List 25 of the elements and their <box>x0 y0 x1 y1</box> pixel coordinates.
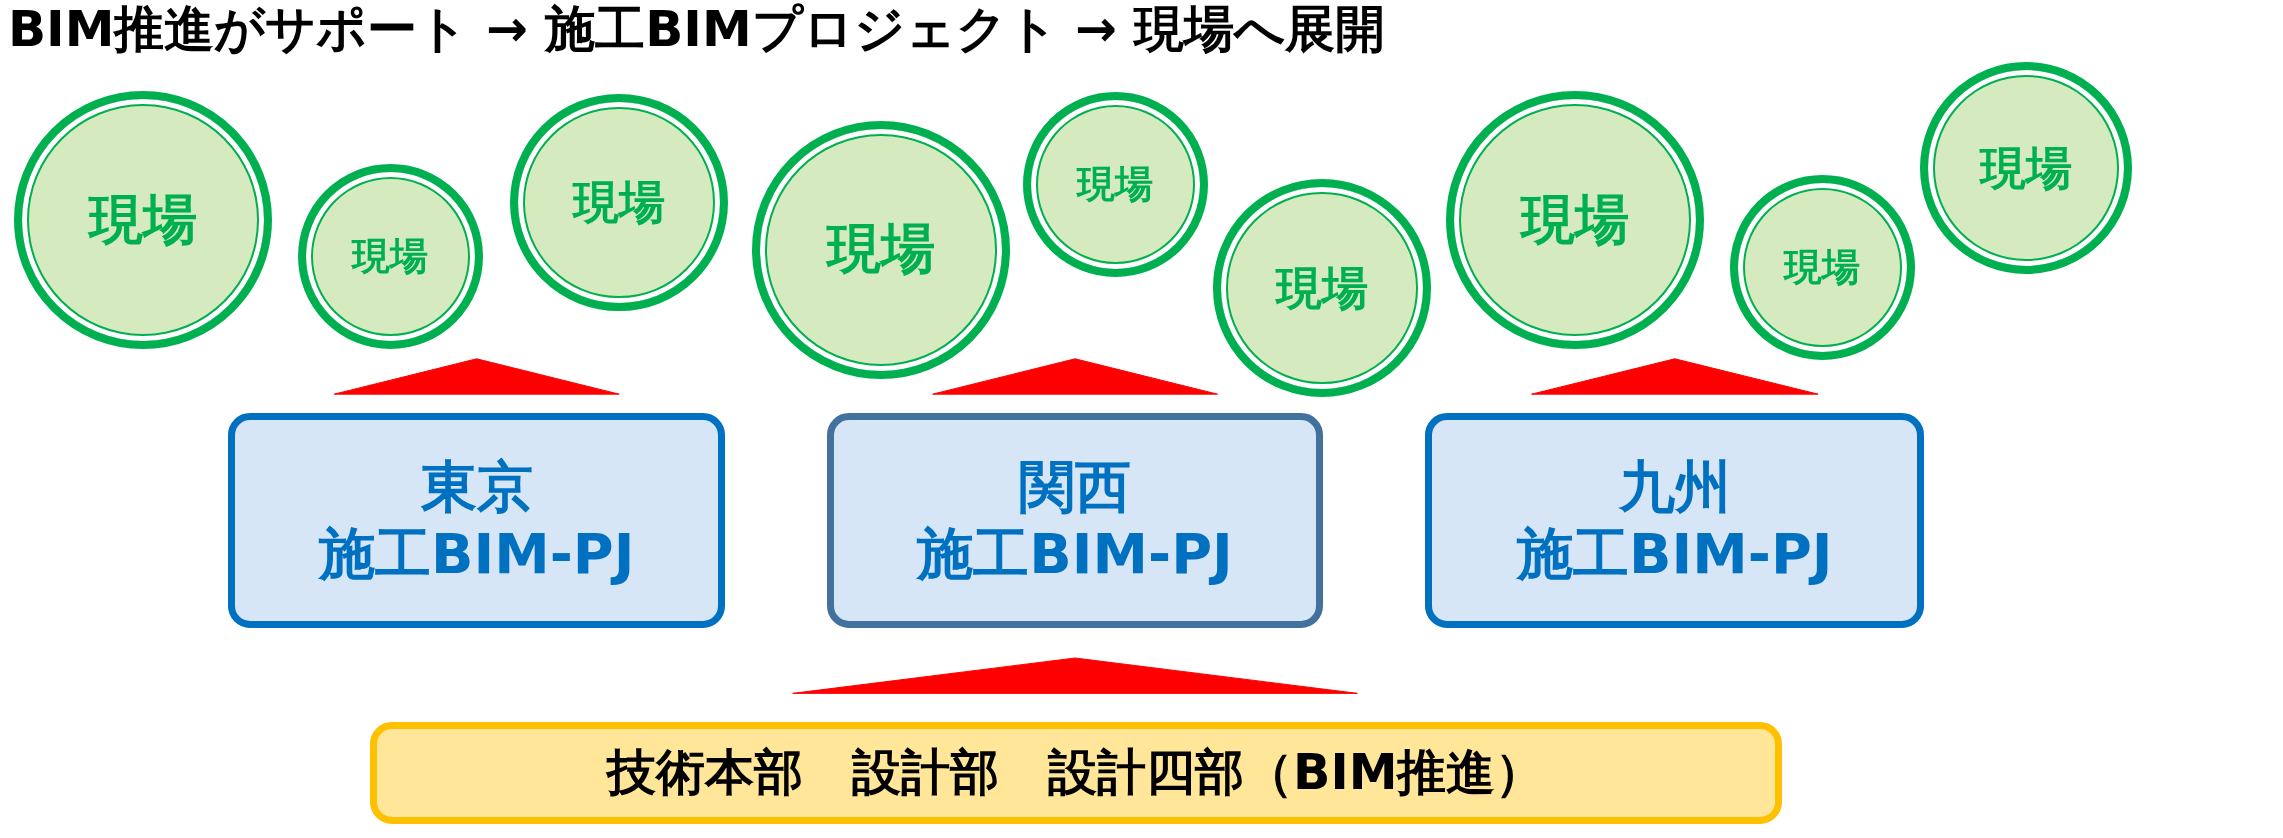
box-label: 九州 <box>1618 453 1731 521</box>
box-label: 関西 <box>1019 453 1132 521</box>
box-label: 施工BIM-PJ <box>917 520 1233 588</box>
circle-label: 現場 <box>572 173 665 231</box>
project-box <box>826 413 1324 629</box>
box-label: 技術本部 設計部 設計四部（BIM推進） <box>607 743 1545 803</box>
circle-label: 現場 <box>1275 259 1368 317</box>
circle-label: 現場 <box>1077 161 1154 209</box>
project-box <box>1425 413 1925 629</box>
box-label: 施工BIM-PJ <box>1517 520 1833 588</box>
circle-label: 現場 <box>88 186 197 253</box>
box-label: 東京 <box>420 453 533 521</box>
department-box <box>369 721 1782 824</box>
circle-label: 現場 <box>1980 139 2073 197</box>
wedge-arrow <box>792 657 1358 694</box>
diagram-title: BIM推進がサポート → 施工BIMプロジェクト → 現場へ展開 <box>8 2 1386 57</box>
box-label: 施工BIM-PJ <box>318 520 635 588</box>
circle-label: 現場 <box>352 233 429 281</box>
circle-label: 現場 <box>1784 244 1861 292</box>
circle-label: 現場 <box>1520 186 1629 253</box>
wedge-arrow <box>1531 358 1819 395</box>
wedge-arrow <box>333 358 620 395</box>
wedge-arrow <box>932 358 1219 395</box>
circle-label: 現場 <box>827 216 936 283</box>
project-box <box>228 413 725 629</box>
